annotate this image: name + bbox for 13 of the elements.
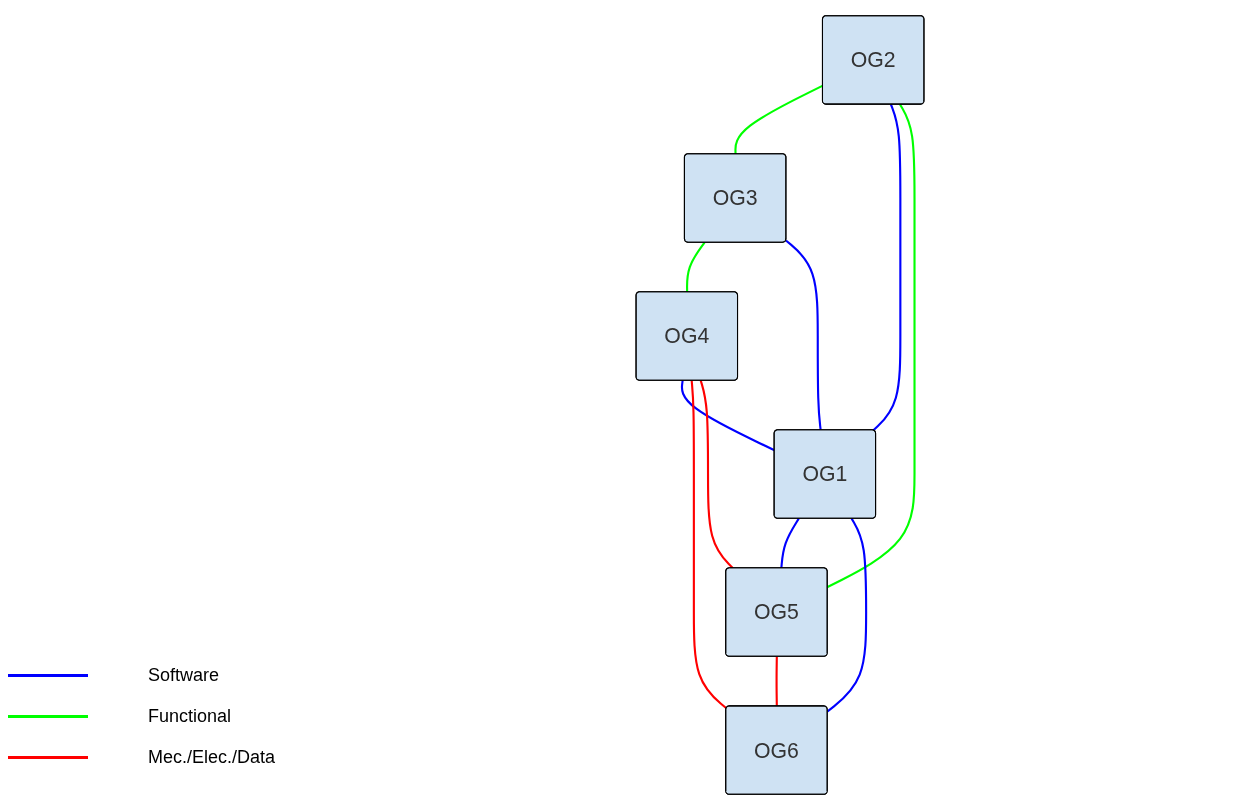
connector (775, 656, 778, 707)
connector (686, 241, 706, 293)
connector (690, 380, 728, 710)
legend-text: Functional (148, 706, 232, 727)
connector (826, 518, 868, 713)
connector (872, 104, 902, 432)
connector (780, 518, 800, 569)
connector (680, 380, 775, 452)
legend-text: Software (148, 665, 220, 686)
connector (785, 239, 822, 431)
connector (699, 380, 734, 569)
legend-text: Mec./Elec./Data (148, 747, 276, 768)
connector (827, 103, 916, 588)
